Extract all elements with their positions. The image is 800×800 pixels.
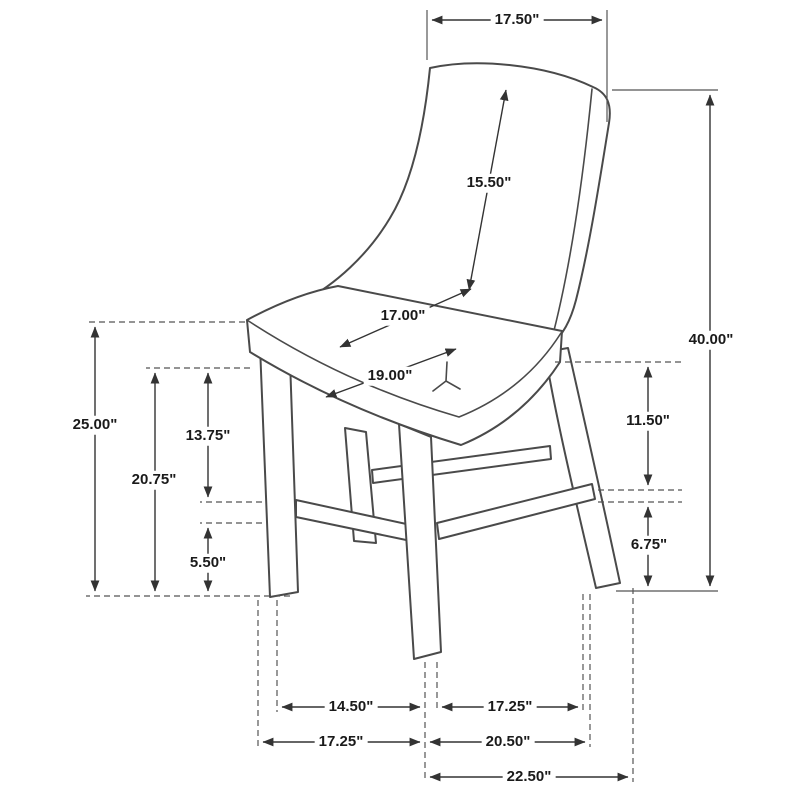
chair-backrest bbox=[301, 62, 611, 344]
dim-label-stretcher-to-floor: 6.75" bbox=[626, 535, 672, 555]
dim-label-front-inner-width: 14.50" bbox=[324, 697, 378, 717]
dim-label-side-outer-depth: 20.50" bbox=[481, 732, 535, 752]
chair-drawing bbox=[246, 62, 621, 660]
chair-front-center-leg bbox=[398, 423, 442, 660]
chair-seat-top-edge bbox=[246, 319, 562, 418]
dim-label-stretcher-height: 5.50" bbox=[185, 553, 231, 573]
dim-label-apron-height: 20.75" bbox=[127, 470, 181, 490]
chair-front-left-leg bbox=[259, 345, 299, 598]
chair-backrest-edge-line bbox=[550, 88, 593, 343]
dim-label-seat-width: 19.00" bbox=[363, 366, 417, 386]
dim-label-overall-height: 40.00" bbox=[684, 330, 738, 350]
dim-label-front-outer-width: 17.25" bbox=[314, 732, 368, 752]
dim-label-side-inner-depth: 17.25" bbox=[483, 697, 537, 717]
dim-label-base-depth: 22.50" bbox=[502, 767, 556, 787]
dim-label-seat-depth: 17.00" bbox=[376, 306, 430, 326]
chair-right-stretcher bbox=[436, 483, 596, 540]
extension-lines bbox=[86, 10, 718, 782]
dim-label-back-width: 17.50" bbox=[490, 10, 544, 30]
dim-label-seat-height: 25.00" bbox=[68, 415, 122, 435]
chair-rear-right-leg bbox=[544, 347, 621, 589]
dim-label-apron-to-stretcher: 13.75" bbox=[181, 426, 235, 446]
chair-rear-stretcher bbox=[371, 445, 552, 484]
dim-label-back-height: 15.50" bbox=[462, 173, 516, 193]
dim-label-seat-to-stretcher: 11.50" bbox=[622, 411, 674, 431]
